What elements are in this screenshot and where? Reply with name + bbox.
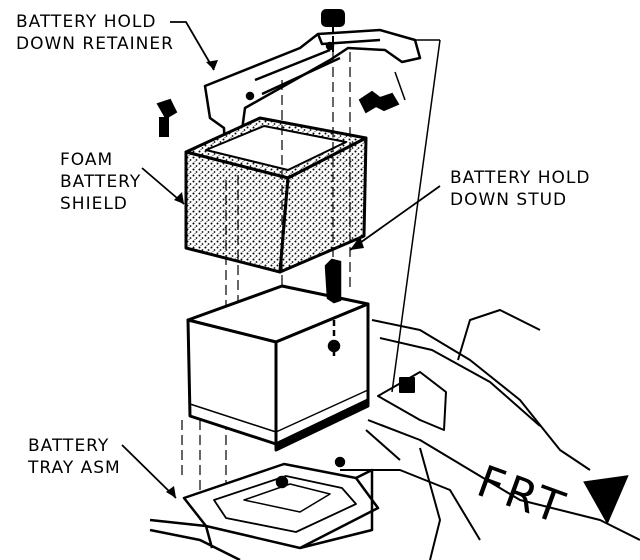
front-direction-arrow-icon xyxy=(583,475,629,525)
vehicle-body xyxy=(340,309,640,560)
label-stud-line2: DOWN STUD xyxy=(450,190,568,210)
label-retainer-line1: BATTERY HOLD xyxy=(16,12,157,32)
battery-tray-asm xyxy=(149,456,380,560)
label-stud-line1: BATTERY HOLD xyxy=(450,168,591,188)
foam-battery-shield xyxy=(184,116,368,274)
label-tray-line2: TRAY ASM xyxy=(28,458,121,478)
label-tray-line1: BATTERY xyxy=(28,436,110,456)
label-retainer-line2: DOWN RETAINER xyxy=(16,34,174,54)
arrowhead-icon xyxy=(166,60,364,498)
bolt-icon xyxy=(156,90,400,137)
hold-down-stud xyxy=(324,258,342,356)
label-shield-line2: BATTERY xyxy=(60,172,142,192)
nut-icon xyxy=(321,9,345,52)
label-shield-line3: SHIELD xyxy=(60,194,128,214)
battery xyxy=(186,284,370,452)
label-shield-line1: FOAM xyxy=(60,150,114,170)
